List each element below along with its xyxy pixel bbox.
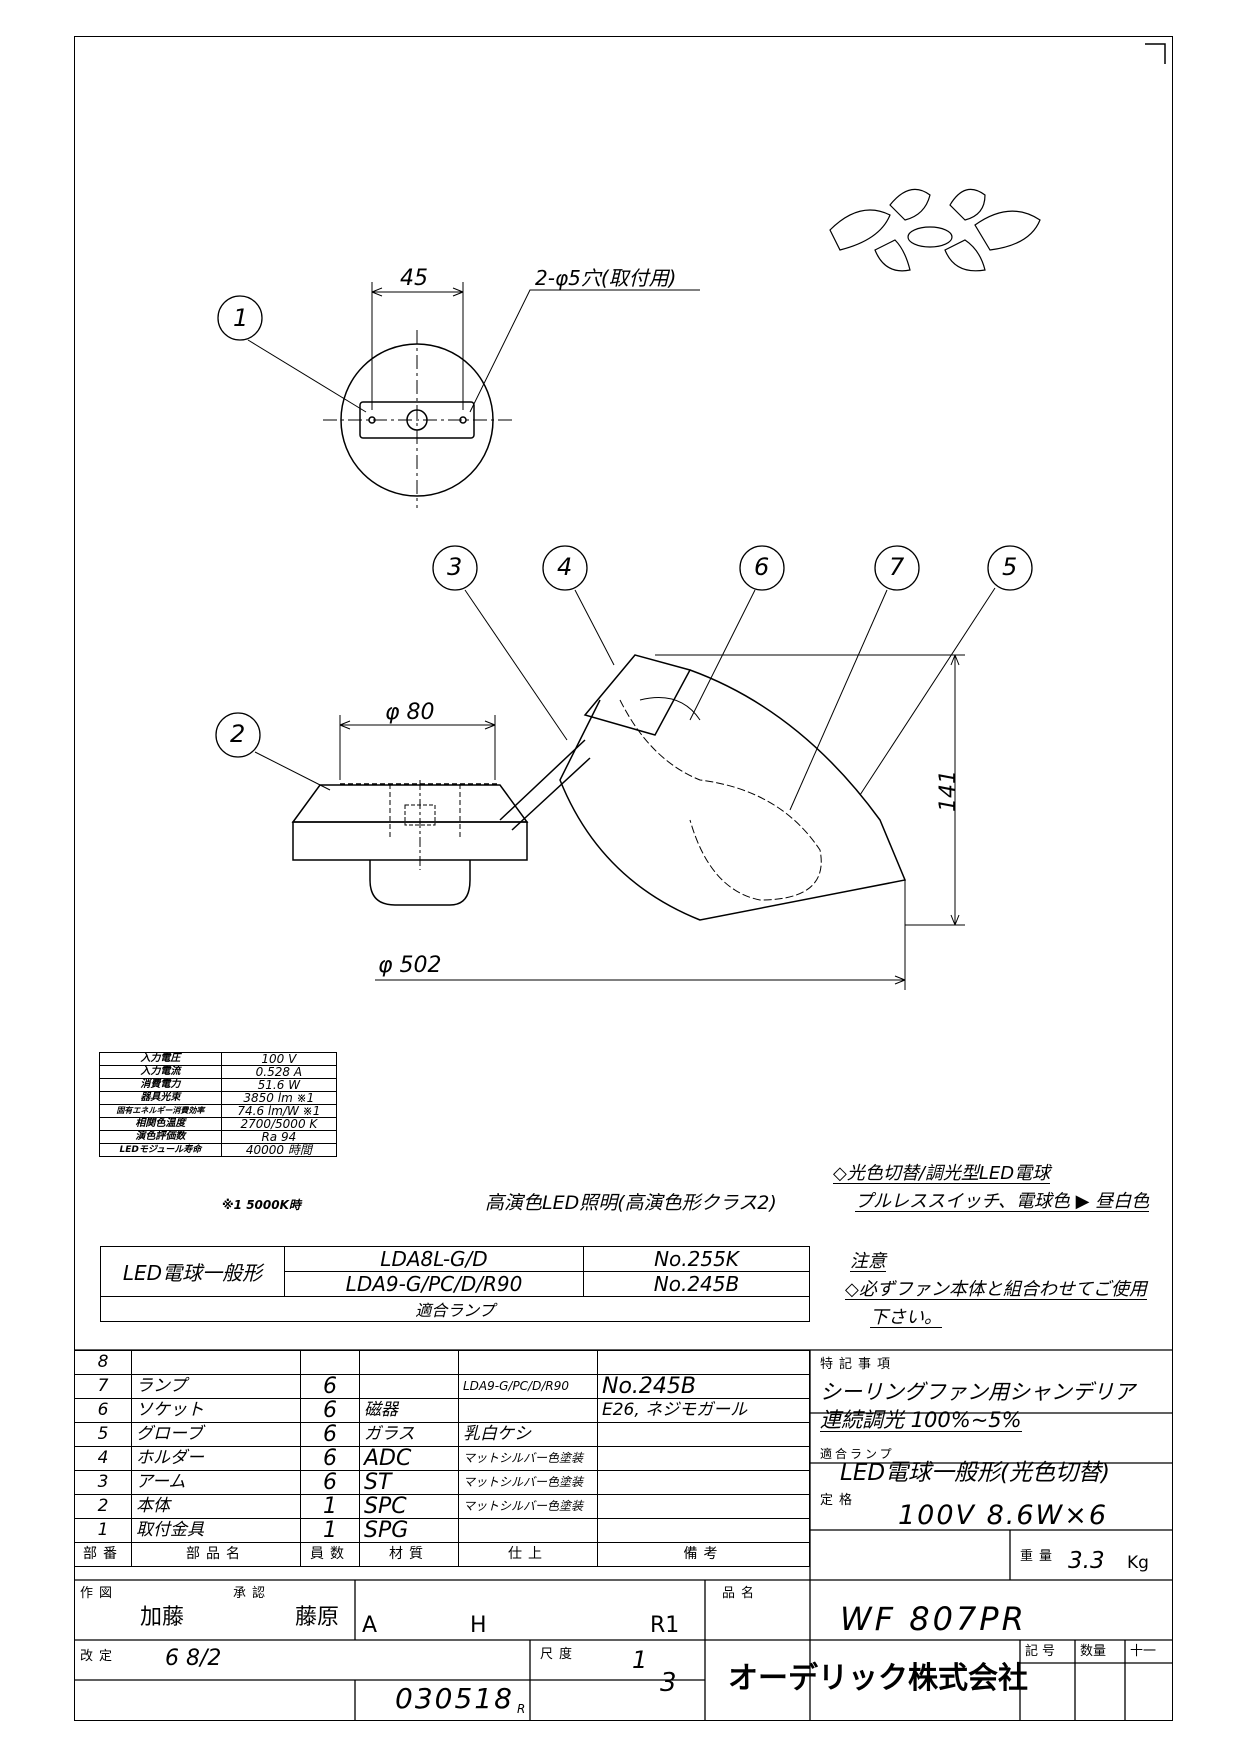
caution-line1: ◇必ずファン本体と組合わせてご使用	[845, 1279, 1147, 1300]
dim-mount-holes: 2-φ5穴(取付用)	[535, 266, 677, 290]
revision-date: 6 8/2	[165, 1646, 222, 1671]
feature-note-line1: ◇光色切替/調光型LED電球	[833, 1163, 1051, 1184]
drawing-sheet	[74, 36, 1173, 1721]
weight-title: 重量	[1020, 1549, 1059, 1564]
dim-overall-diameter: φ 502	[378, 953, 442, 978]
date-code: 030518	[395, 1682, 514, 1715]
dim-body-diameter: φ 80	[385, 700, 435, 725]
caution-line2: 下さい。	[870, 1307, 942, 1328]
drawn-label: 作図	[80, 1586, 119, 1601]
applicable-lamp-value: LED電球一般形(光色切替)	[840, 1460, 1111, 1486]
balloon-1: 1	[233, 304, 249, 332]
code-a: A	[362, 1613, 378, 1638]
approved-by: 藤原	[295, 1605, 340, 1630]
lamp-assembly	[559, 654, 907, 921]
scale-denominator: 3	[660, 1668, 677, 1698]
symbol-label: 記号	[1025, 1644, 1060, 1659]
weight-unit: Kg	[1127, 1553, 1149, 1573]
balloon-4: 4	[557, 553, 573, 581]
height-dimension	[655, 654, 965, 926]
caution-title: 注意	[850, 1251, 886, 1272]
scale-label: 尺度	[540, 1647, 579, 1662]
balloon-2: 2	[230, 720, 246, 748]
arm	[499, 739, 591, 831]
special-notes-line1: シーリングファン用シャンデリア	[820, 1380, 1135, 1404]
mount-plate-view	[247, 282, 700, 508]
weight-value: 3.3	[1068, 1548, 1105, 1574]
rating-value: 100V 8.6W×6	[898, 1500, 1109, 1531]
balloon-7: 7	[889, 553, 905, 581]
revision-code: R1	[650, 1613, 680, 1638]
balloon-6: 6	[754, 553, 770, 581]
quantity-label: 数量	[1080, 1644, 1107, 1659]
product-label: 品名	[722, 1586, 761, 1601]
date-suffix: R	[517, 1702, 526, 1716]
scale-numerator: 1	[632, 1646, 648, 1674]
revision-label: 改定	[80, 1649, 119, 1664]
product-name: WF 807PR	[840, 1600, 1027, 1638]
cross-label: 十一	[1130, 1644, 1157, 1659]
balloon-5: 5	[1002, 553, 1018, 581]
corner-mark	[1145, 43, 1166, 64]
feature-note-line2: プルレススイッチ、電球色 ▶ 昼白色	[855, 1191, 1150, 1212]
company-name: オーデリック株式会社	[728, 1661, 1028, 1696]
special-notes-line2: 連続調光 100%~5%	[820, 1408, 1022, 1432]
body-side-view	[291, 715, 529, 906]
dim-height: 141	[936, 770, 961, 812]
lamp-table: LED電球一般形 LDA8L-G/D No.255K LDA9-G/PC/D/R…	[100, 1246, 810, 1322]
balloons	[215, 295, 1033, 758]
drawn-by: 加藤	[140, 1605, 185, 1630]
balloon-3: 3	[447, 553, 463, 581]
bom-header-row: 部番部品名員数材質仕上備考	[74, 1542, 810, 1567]
applicable-lamp-title: 適合ランプ	[820, 1447, 895, 1461]
bom-row: 8	[74, 1350, 810, 1375]
special-notes-title: 特記事項	[820, 1357, 897, 1372]
rating-title: 定格	[820, 1493, 859, 1508]
approved-label: 承認	[233, 1586, 272, 1601]
overall-diameter-dimension	[375, 880, 906, 990]
code-h: H	[470, 1613, 487, 1638]
spec-footnote: ※1 5000K時	[222, 1198, 301, 1212]
perspective-thumbnail	[829, 188, 1041, 272]
high-cri-label: 高演色LED照明(高演色形クラス2)	[485, 1192, 777, 1214]
dim-mount-width: 45	[400, 266, 428, 291]
